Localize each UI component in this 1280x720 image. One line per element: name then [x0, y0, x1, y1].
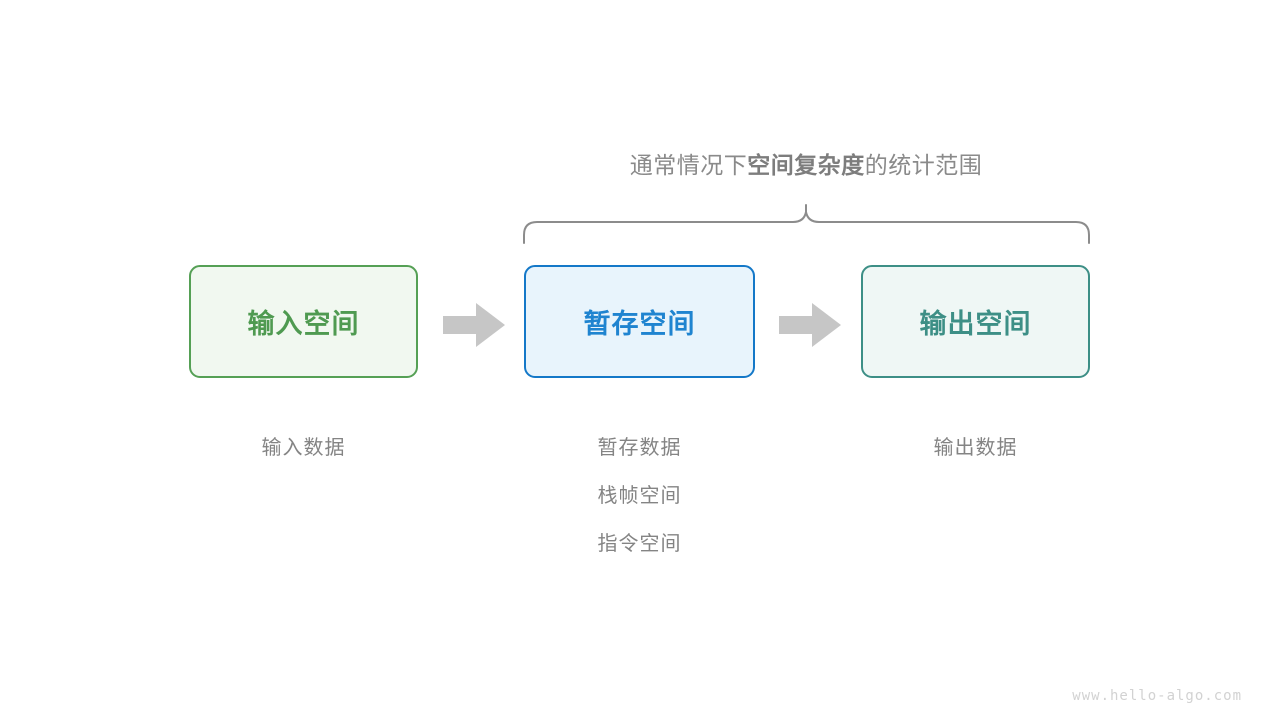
- box-temp-space: 暂存空间: [524, 265, 755, 378]
- caption-suffix: 的统计范围: [864, 152, 983, 178]
- caption-emphasis: 空间复杂度: [747, 152, 865, 178]
- label-input-data: 输入数据: [261, 437, 346, 459]
- diagram-caption: 通常情况下空间复杂度的统计范围: [0, 146, 1280, 180]
- box-output-space-label: 输出空间: [919, 309, 1032, 339]
- arrow-temp-to-output-icon: [779, 303, 841, 347]
- caption-inner: 通常情况下空间复杂度的统计范围: [630, 152, 983, 178]
- label-output-data: 输出数据: [933, 437, 1018, 459]
- watermark: www.hello-algo.com: [1072, 688, 1242, 704]
- label-stack-frame-space: 栈帧空间: [597, 485, 682, 507]
- label-rows: 输入数据 暂存数据 栈帧空间 指令空间 输出数据: [0, 424, 1280, 564]
- label-instruction-space: 指令空间: [597, 533, 682, 555]
- box-temp-space-label: 暂存空间: [583, 309, 696, 339]
- label-temp-data: 暂存数据: [597, 437, 682, 459]
- box-input-space-label: 输入空间: [247, 309, 360, 339]
- brace-container: [510, 190, 1110, 260]
- box-input-space: 输入空间: [189, 265, 418, 378]
- caption-prefix: 通常情况下: [629, 152, 748, 178]
- temp-labels-column: 暂存数据 栈帧空间 指令空间: [524, 424, 755, 568]
- box-output-space: 输出空间: [861, 265, 1090, 378]
- input-labels-column: 输入数据: [189, 424, 418, 472]
- arrow-input-to-temp-icon: [443, 303, 505, 347]
- output-labels-column: 输出数据: [861, 424, 1090, 472]
- curly-brace-icon: [523, 204, 1090, 244]
